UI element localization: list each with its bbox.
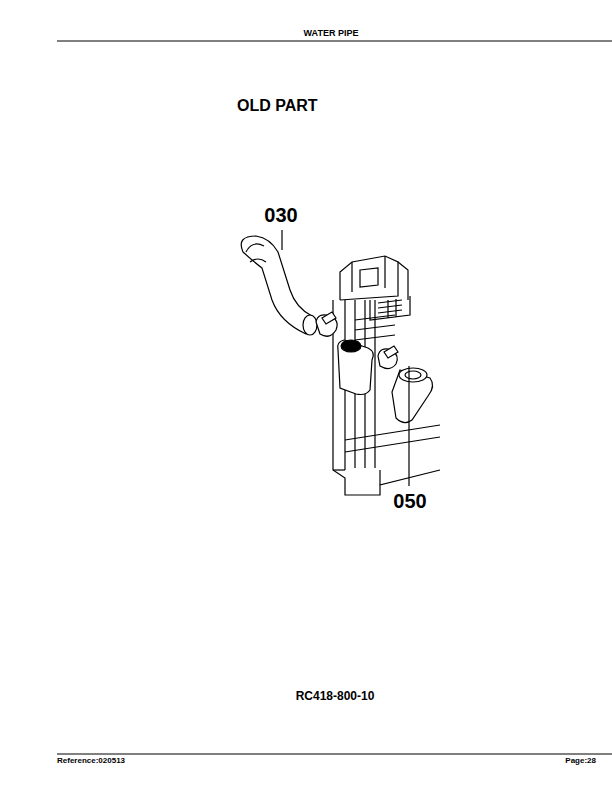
callout-number: 050 [393, 491, 426, 511]
note-text: OLD PART [237, 98, 318, 114]
page-number: Page:28 [565, 757, 596, 765]
footer-reference: Reference:020513 [57, 757, 125, 765]
page-title: WATER PIPE [304, 29, 359, 38]
radiator-drawing [241, 236, 440, 495]
figure-code: RC418-800-10 [296, 690, 375, 702]
page-rules [57, 41, 612, 754]
leader-lines [282, 230, 409, 486]
callout-number: 030 [264, 205, 297, 225]
